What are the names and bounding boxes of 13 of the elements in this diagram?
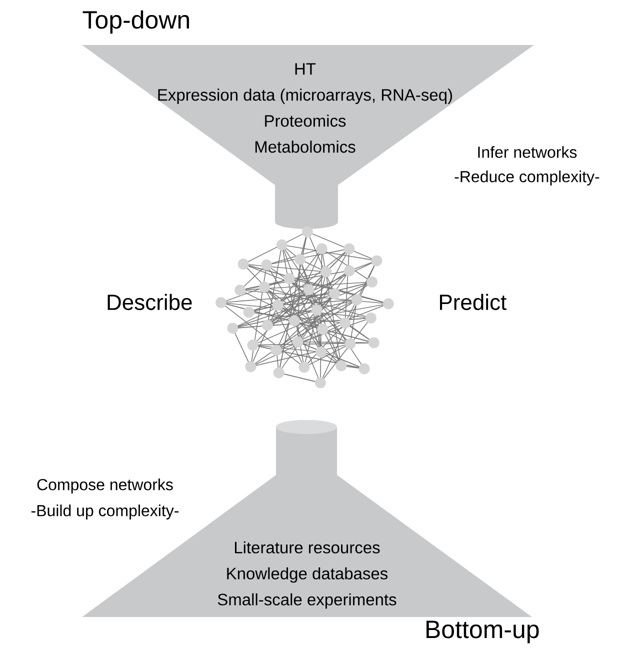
heading: Bottom-up bbox=[426, 620, 539, 644]
label-text: -Reduce complexity- bbox=[454, 170, 600, 186]
network-drawing bbox=[216, 226, 394, 388]
node-label: Metabolomics bbox=[255, 140, 356, 153]
label-text: Predict bbox=[440, 294, 506, 310]
heading: Top-down bbox=[82, 10, 189, 34]
node-label: Proteomics bbox=[265, 114, 346, 127]
label-text: Compose networks bbox=[37, 478, 173, 494]
label-text: -Build up complexity- bbox=[31, 504, 178, 520]
label-text: Describe bbox=[108, 294, 192, 310]
node-label: Expression data (microarrays, RNA-seq) bbox=[158, 88, 452, 104]
node-label: HT bbox=[295, 63, 316, 75]
label-text: Infer networks bbox=[478, 146, 577, 158]
